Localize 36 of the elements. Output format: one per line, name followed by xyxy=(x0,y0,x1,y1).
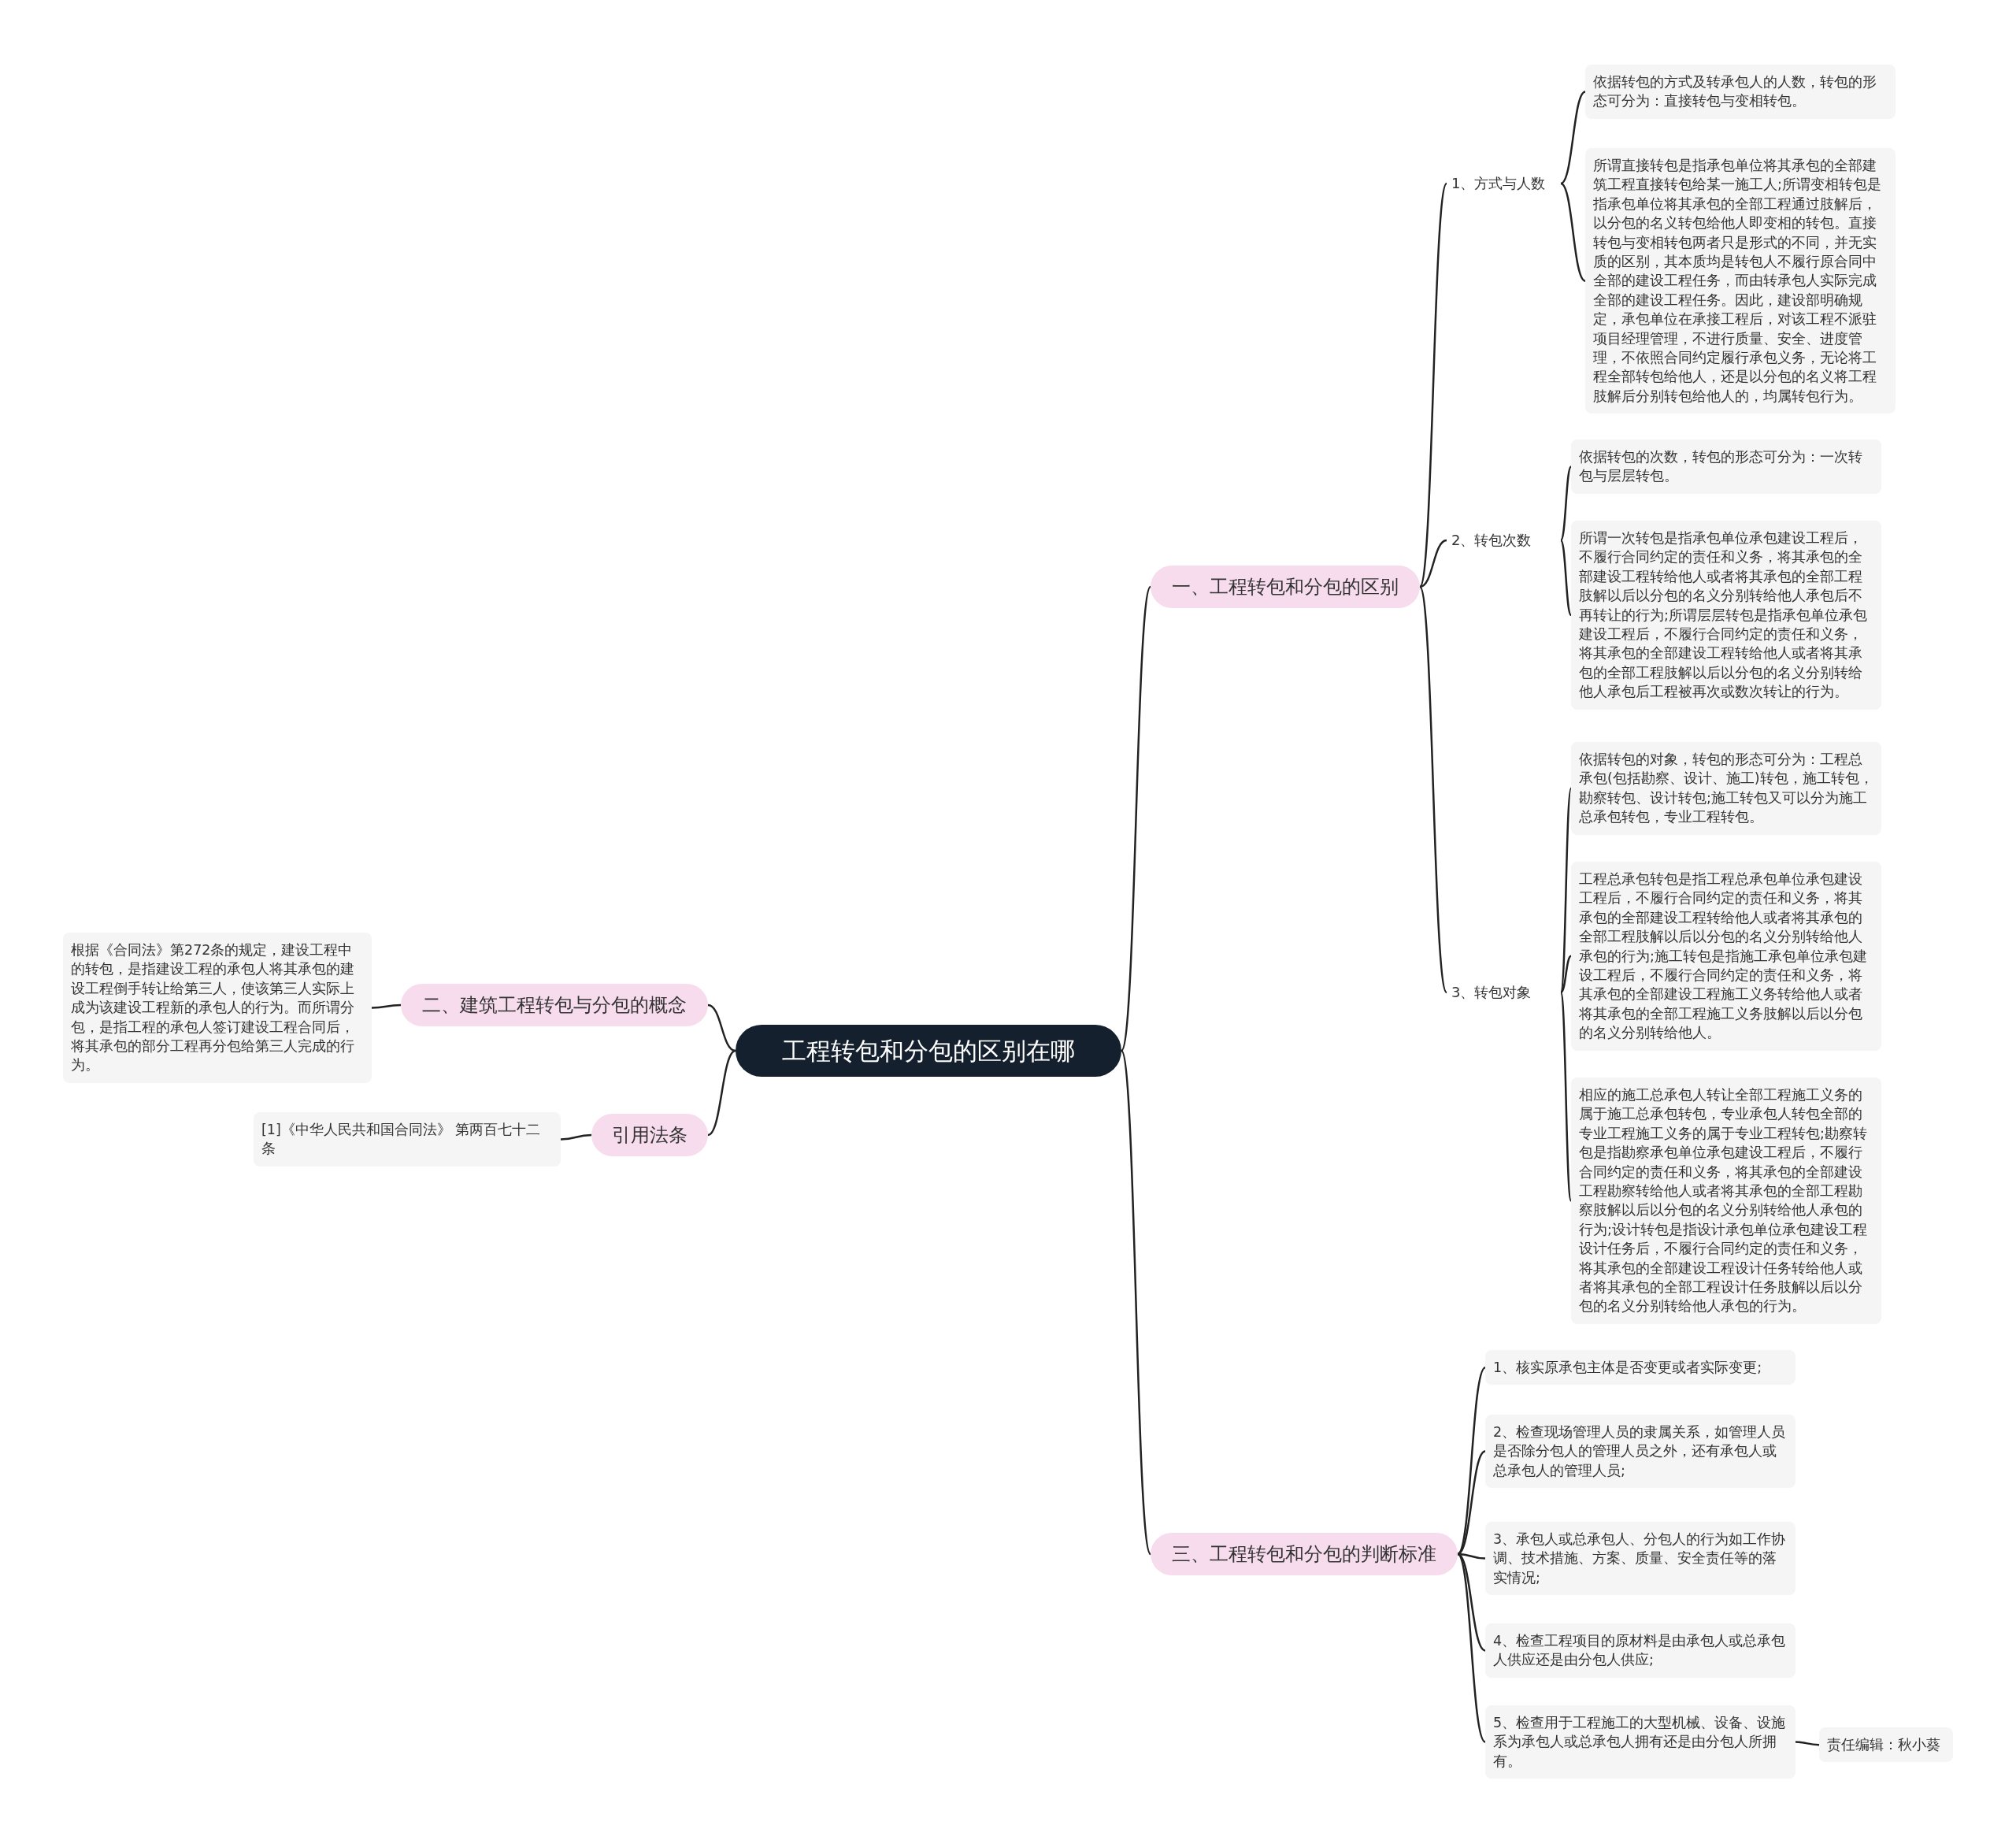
note-card: 2、检查现场管理人员的隶属关系，如管理人员是否除分包人的管理人员之外，还有承包人或总承包人的管理人员; xyxy=(1485,1415,1796,1489)
topic-pill: 二、建筑工程转包与分包的概念 xyxy=(401,984,708,1026)
connector xyxy=(1418,183,1448,588)
central-topic: 工程转包和分包的区别在哪 xyxy=(736,1025,1121,1077)
note-card: 5、检查用于工程施工的大型机械、设备、设施系为承包人或总承包人拥有还是由分包人所拥有。 xyxy=(1485,1705,1796,1779)
note-card: 责任编辑：秋小葵 xyxy=(1819,1727,1953,1763)
note-card: 工程总承包转包是指工程总承包单位承包建设工程后，不履行合同约定的责任和义务，将其承包的全部建设工程转给他人或者将其承包的全部工程肢解以后以分包的名义分别转给他人承包的行为;施工转包是指施工承包单位承包建设工程后，不履行合同约定的责任和义务，将其承包的全部建设工程施工义务转给他人或者将其承包的全部工程施工义务肢解以后以分包的名义分别转给他人。 xyxy=(1571,862,1881,1051)
connector xyxy=(372,1003,402,1009)
connector xyxy=(1419,539,1447,588)
note-card: 3、承包人或总承包人、分包人的行为如工作协调、技术措施、方案、质量、安全责任等的落实情况; xyxy=(1485,1522,1796,1596)
note-card: 相应的施工总承包人转让全部工程施工义务的属于施工总承包转包，专业承包人转包全部的专业工程施工义务的属于专业工程转包;勘察转包是指勘察承包单位承包建设工程后，不履行合同约定的责任和义务，将其承包的全部建设工程勘察转给他人或者将其承包的全部工程勘察肢解以后以分包的名义分别转给他人承包的行为;设计转包是指设计承包单位承包建设工程设计任务后，不履行合同约定的责任和义务，将其承包的全部建设工程设计任务转给他人或者将其承包的全部工程设计任务肢解以后以分包的名义分别转给他人承包的行为。 xyxy=(1571,1078,1881,1324)
note-card: 依据转包的次数，转包的形态可分为：一次转包与层层转包。 xyxy=(1571,440,1881,494)
connector xyxy=(560,1133,592,1141)
note-card: 依据转包的对象，转包的形态可分为：工程总承包(包括勘察、设计、施工)转包，施工转包，勘察转包、设计转包;施工转包又可以分为施工总承包转包，专业工程转包。 xyxy=(1571,742,1881,835)
connector xyxy=(1457,1450,1486,1556)
note-card: 所谓一次转包是指承包单位承包建设工程后，不履行合同约定的责任和义务，将其承包的全部建设工程转给他人或者将其承包的全部工程肢解以后以分包的名义分别转给他人承包后不再转让的行为;所谓层层转包是指承包单位承包建设工程后，不履行合同约定的责任和义务，将其承包的全部建设工程转给他人或者将其承包的全部工程肢解以后以分包的名义分别转给他人承包后工程被再次或数次转让的行为。 xyxy=(1571,521,1881,710)
connector xyxy=(707,1003,736,1052)
note-card: 所谓直接转包是指承包单位将其承包的全部建筑工程直接转包给某一施工人;所谓变相转包是指承包单位将其承包的全部工程通过肢解后，以分包的名义转包给他人即变相的转包。直接转包与变相转包两者只是形式的不同，并无实质的区别，其本质均是转包人不履行原合同中全部的建设工程任务，而由转承包人实际完成全部的建设工程任务。因此，建设部明确规定，承包单位在承接工程后，对该工程不派驻项目经理管理，不进行质量、安全、进度管理，不依照合同约定履行承包义务，无论将工程全部转包给他人，还是以分包的名义将工程肢解后分别转包给他人的，均属转包行为。 xyxy=(1585,148,1896,414)
topic-pill: 三、工程转包和分包的判断标准 xyxy=(1151,1533,1458,1575)
note-card: 1、核实原承包主体是否变更或者实际变更; xyxy=(1485,1350,1796,1386)
note-card: 依据转包的方式及转承包人的人数，转包的形态可分为：直接转包与变相转包。 xyxy=(1585,65,1896,119)
connector xyxy=(1560,182,1586,282)
topic-pill: 引用法条 xyxy=(591,1114,708,1156)
connector xyxy=(1560,91,1586,185)
connector xyxy=(1457,1553,1486,1743)
connector xyxy=(1559,992,1573,1201)
connector xyxy=(1795,1741,1820,1746)
connector xyxy=(1418,586,1448,993)
note-card: [1]《中华人民共和国合同法》 第两百七十二条 xyxy=(254,1112,561,1167)
connector xyxy=(1120,1050,1152,1555)
connector xyxy=(1560,955,1572,993)
note-card: 根据《合同法》第272条的规定，建设工程中的转包，是指建设工程的承包人将其承包的建设工程倒手转让给第三人，使该第三人实际上成为该建设工程新的承包人的行为。而所谓分包，是指工程的承包人签订建设工程合同后，将其承包的部分工程再分包给第三人完成的行为。 xyxy=(63,933,372,1083)
topic-pill: 一、工程转包和分包的区别 xyxy=(1151,566,1420,608)
connector xyxy=(707,1049,736,1137)
connector xyxy=(1120,586,1152,1052)
note-card: 4、检查工程项目的原材料是由承包人或总承包人供应还是由分包人供应; xyxy=(1485,1623,1796,1678)
